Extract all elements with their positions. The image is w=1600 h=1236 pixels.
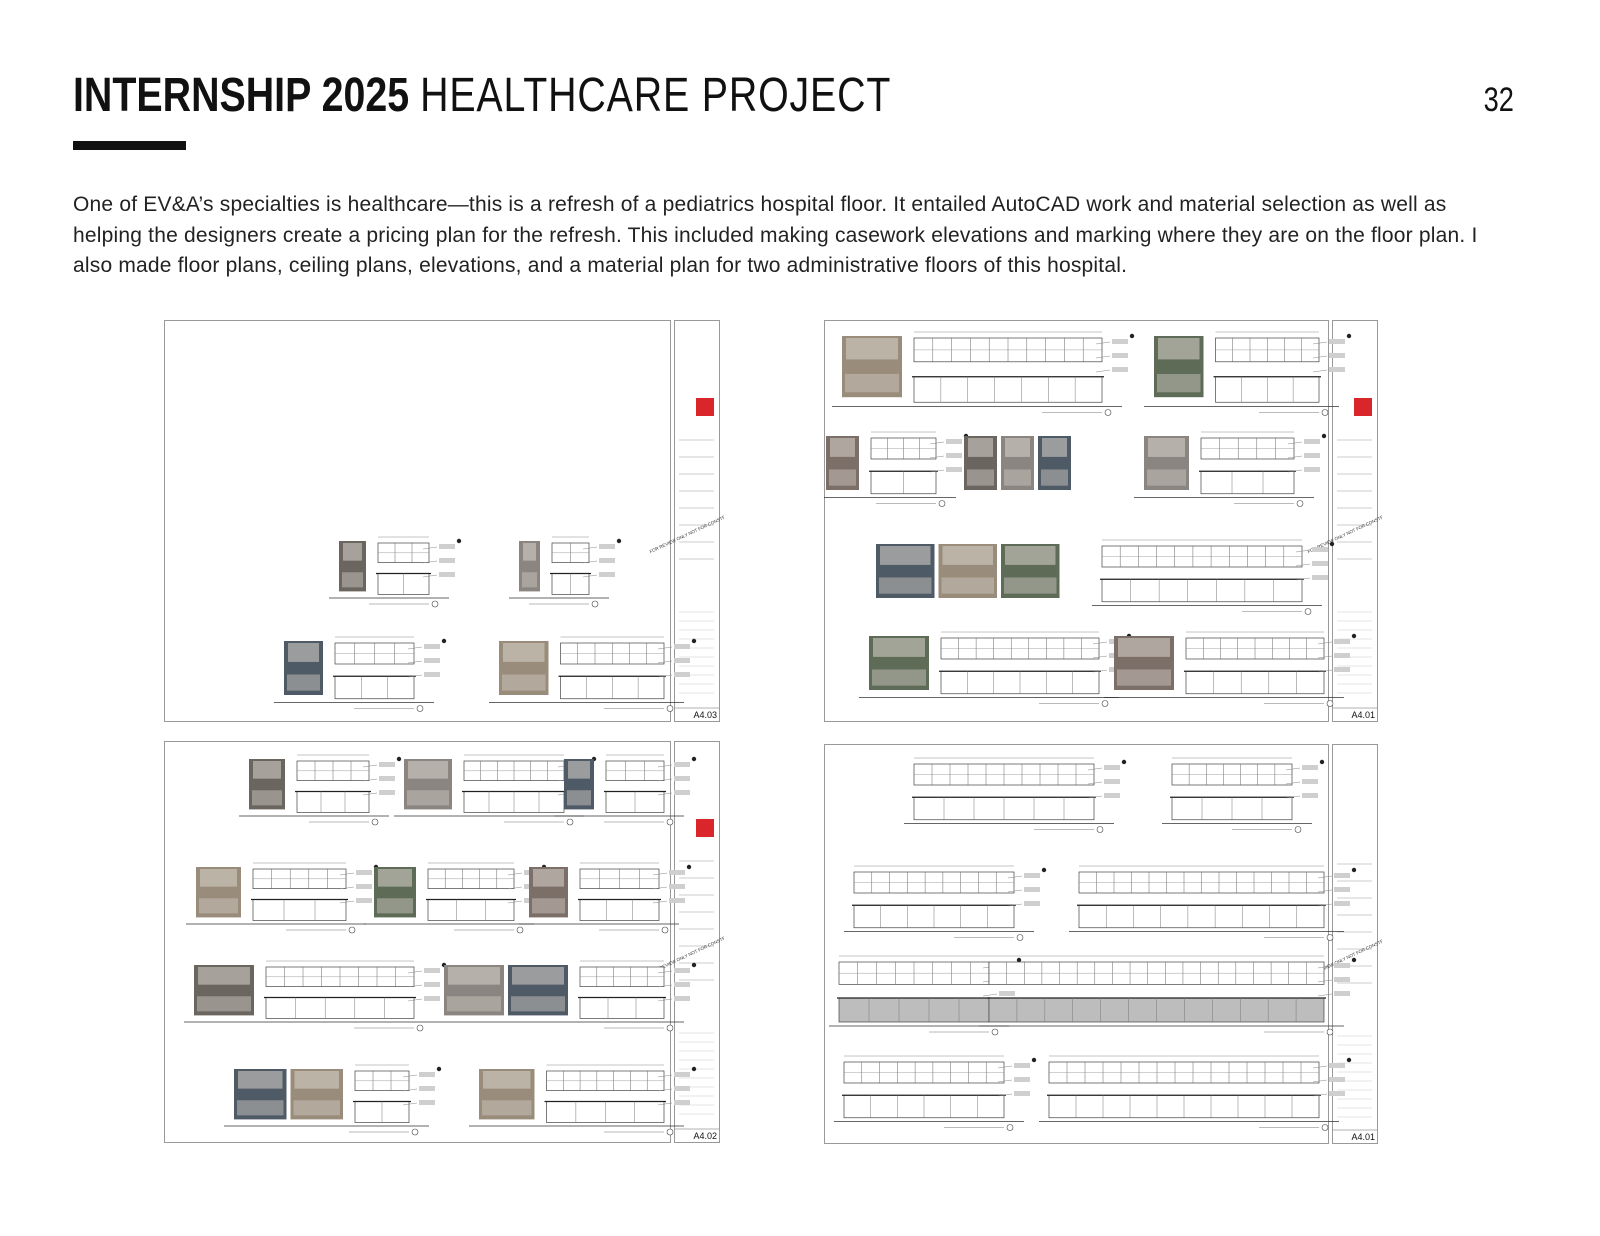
sheet-drawing: FOR REVIEW ONLY NOT FOR CONSTRUCTIONA4.0… [164,741,724,1143]
casework-elevation [1162,757,1325,833]
casework-elevation [364,862,547,934]
casework-elevation [829,955,1022,1036]
sheet-drawing: FOR REVIEW ONLY NOT FOR CONSTRUCTIONA4.0… [824,744,1382,1144]
casework-elevation [844,865,1047,941]
title-underline [73,141,186,150]
casework-elevation [554,754,697,826]
casework-elevation [834,1055,1037,1131]
sheet-drawing: FOR REVIEW ONLY NOT FOR CONSTRUCTIONA4.0… [164,320,724,722]
casework-elevation [1134,431,1327,507]
firm-logo [696,819,714,837]
casework-elevation [824,431,969,507]
casework-elevation [964,436,1071,490]
casework-elevation [184,960,447,1032]
casework-elevation [1104,631,1357,707]
casework-elevation [239,754,402,826]
sheet-number: A4.01 [1351,710,1375,720]
casework-elevation [1092,539,1335,615]
casework-elevation [489,636,697,712]
sheet-drawing: FOR REVIEW ONLY NOT FOR CONSTRUCTIONA4.0… [824,320,1382,722]
firm-logo [696,398,714,416]
casework-elevation [434,960,697,1032]
title-light: HEALTHCARE PROJECT [420,69,892,122]
casework-elevation [186,862,379,934]
casework-elevation [469,1064,697,1136]
sheet-number: A4.03 [693,710,717,720]
firm-logo [1354,398,1372,416]
casework-elevation [904,757,1127,833]
casework-elevation [274,636,447,712]
drawing-sheet-top-left: FOR REVIEW ONLY NOT FOR CONSTRUCTIONA4.0… [164,320,724,722]
drawing-sheet-top-right: FOR REVIEW ONLY NOT FOR CONSTRUCTIONA4.0… [824,320,1382,722]
casework-elevation [224,1064,442,1136]
casework-elevation [329,536,462,608]
drawing-sheet-bottom-left: FOR REVIEW ONLY NOT FOR CONSTRUCTIONA4.0… [164,741,724,1143]
page-title: INTERNSHIP 2025 HEALTHCARE PROJECT [73,66,891,126]
casework-elevation [519,862,692,934]
drawing-sheet-bottom-right: FOR REVIEW ONLY NOT FOR CONSTRUCTIONA4.0… [824,744,1382,1144]
casework-elevation [876,544,1060,598]
casework-elevation [979,955,1357,1036]
casework-elevation [832,331,1135,416]
casework-elevation [1144,331,1352,416]
sheet-number: A4.01 [1351,1132,1375,1142]
page-number: 32 [1483,81,1514,119]
casework-elevation [1039,1055,1352,1131]
sheet-number: A4.02 [693,1131,717,1141]
title-bold: INTERNSHIP 2025 [73,69,410,122]
intro-paragraph: One of EV&A’s specialties is healthcare—… [73,193,1478,277]
casework-elevation [394,754,597,826]
casework-elevation [1069,865,1357,941]
casework-elevation [509,536,622,608]
